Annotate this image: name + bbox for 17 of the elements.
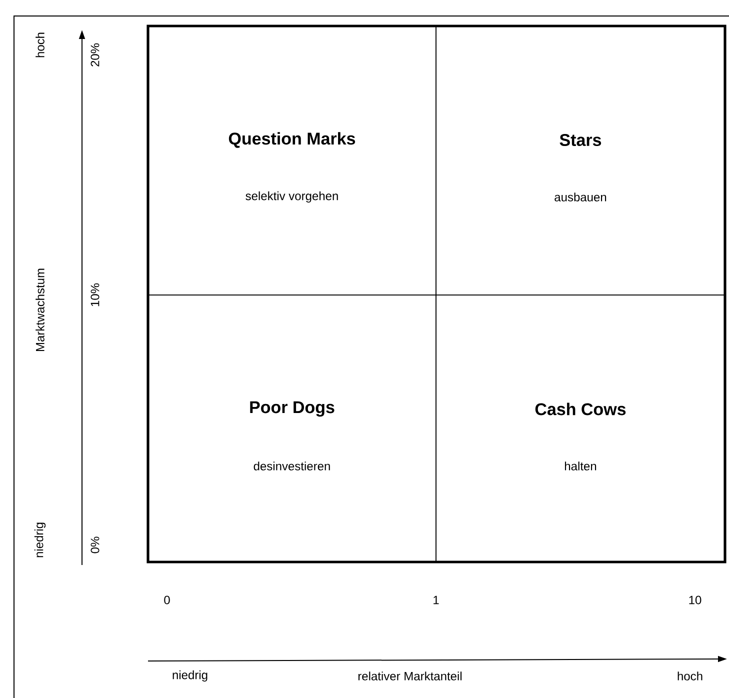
axis-label: Marktwachstum — [36, 268, 44, 352]
axis-label: 0% — [90, 536, 100, 554]
axis-label: 0 — [164, 596, 170, 604]
quadrant-box: Cash Cows halten — [436, 294, 726, 562]
axis-label: niedrig — [172, 670, 208, 682]
axis-label: 20% — [90, 43, 100, 66]
axis-label: niedrig — [34, 522, 46, 558]
node-label: selektiv vorgehen — [246, 191, 338, 203]
node-label: Question Marks — [228, 132, 356, 148]
axis-label: 10 — [689, 596, 702, 604]
axis-label: hoch — [36, 32, 44, 58]
axis-label: relativer Marktanteil — [358, 672, 462, 680]
quadrant-box: Poor Dogs desinvestieren — [148, 294, 436, 562]
axis-label: 1 — [434, 596, 439, 604]
quadrant-box: Stars ausbauen — [436, 26, 726, 296]
axis-label: hoch — [678, 672, 702, 680]
axis-label: 10% — [90, 283, 100, 306]
